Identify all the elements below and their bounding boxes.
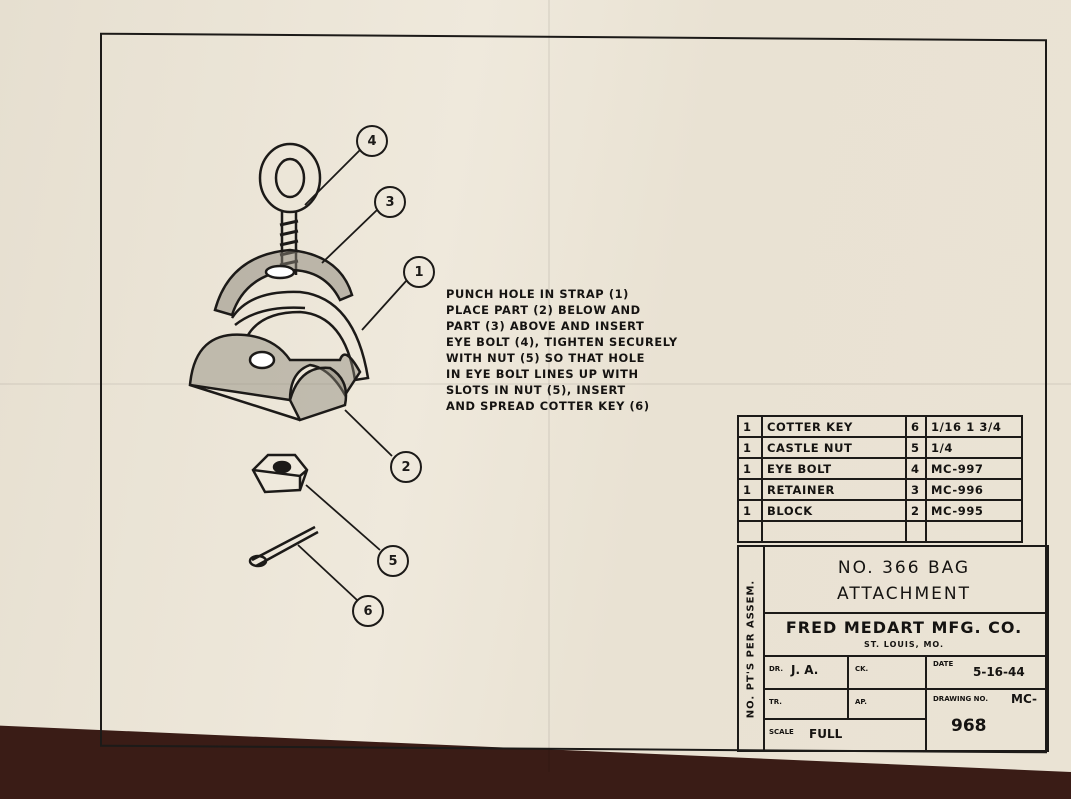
part-name-cell: CASTLE NUT [761,436,907,459]
part-no-cell: 1/16 1 3/4 [925,415,1023,438]
drawing-no-value: 968 [951,716,987,736]
part-name-cell: BLOCK [761,499,907,522]
company-city: ST. LOUIS, MO. [863,640,945,649]
instruction-line: PUNCH HOLE IN STRAP (1) [446,287,629,301]
traced-cell: TR. [763,690,849,720]
instruction-line: SLOTS IN NUT (5), INSERT [446,383,626,397]
table-row-empty [737,520,1023,543]
drawing-title: NO. 366 BAG ATTACHMENT [763,547,1047,614]
instruction-line: PART (3) ABOVE AND INSERT [446,319,645,333]
item-no-cell: 3 [905,478,927,501]
scale-cell: SCALE FULL [763,720,927,750]
instruction-line: PLACE PART (2) BELOW AND [446,303,641,317]
title-line-1: NO. 366 BAG [837,558,971,578]
fold-crease-horizontal [0,383,1071,385]
instruction-line: EYE BOLT (4), TIGHTEN SECURELY [446,335,678,349]
item-no-cell: 6 [905,415,927,438]
part-no-cell: MC-996 [925,478,1023,501]
date-cell: DATE 5-16-44 [927,657,1047,690]
castle-nut-part [251,453,309,494]
callout-1: 1 [403,256,435,288]
callout-4: 4 [356,125,388,157]
drawing-no-label: DRAWING NO. [933,695,988,703]
scale-value: FULL [809,727,843,741]
item-no-cell: 2 [905,499,927,522]
dr-value: J. A. [791,663,819,677]
qty-cell: 1 [737,499,763,522]
qty-cell: 1 [737,436,763,459]
block-part [188,333,362,422]
callout-6: 6 [352,595,384,627]
company-name: FRED MEDART MFG. CO. [785,618,1023,637]
item-no-cell: 5 [905,436,927,459]
approved-cell: AP. [849,690,927,720]
qty-cell: 1 [737,478,763,501]
instruction-line: WITH NUT (5) SO THAT HOLE [446,351,645,365]
instruction-line: IN EYE BOLT LINES UP WITH [446,367,639,381]
part-name-cell: RETAINER [761,478,907,501]
part-no-cell: MC-995 [925,499,1023,522]
eye-bolt-part [258,142,322,275]
part-no-cell: 1/4 [925,436,1023,459]
item-no-cell: 4 [905,457,927,480]
title-line-2: ATTACHMENT [837,584,971,604]
retainer-part [213,248,354,317]
tr-label: TR. [769,698,782,706]
strap-part [230,290,370,382]
scale-label: SCALE [769,728,794,736]
instruction-line: AND SPREAD COTTER KEY (6) [446,399,650,413]
cotter-key-part [248,525,319,568]
callout-3: 3 [374,186,406,218]
drawing-no-prefix: MC- [1011,692,1038,706]
company-block: FRED MEDART MFG. CO. ST. LOUIS, MO. [763,614,1047,657]
date-label: DATE [933,660,954,668]
part-no-cell: MC-997 [925,457,1023,480]
strip-label: NO. PT'S PER ASSEM. [745,579,757,718]
date-value: 5-16-44 [973,665,1025,679]
qty-cell: 1 [737,457,763,480]
leader-lines [297,149,408,601]
drawn-by-cell: DR. J. A. [763,657,849,690]
ap-label: AP. [855,698,867,706]
fold-crease-vertical [548,0,550,772]
qty-cell: 1 [737,415,763,438]
checked-cell: CK. [849,657,927,690]
assembly-instructions: PUNCH HOLE IN STRAP (1) PLACE PART (2) B… [446,286,726,414]
part-name-cell: EYE BOLT [761,457,907,480]
callout-2: 2 [390,451,422,483]
drawing-number-cell: DRAWING NO. MC- 968 [927,690,1047,750]
drawing-sheet [0,0,1071,772]
ck-label: CK. [855,665,869,673]
callout-5: 5 [377,545,409,577]
dr-label: DR. [769,665,783,673]
part-name-cell: COTTER KEY [761,415,907,438]
pts-per-assem-strip: NO. PT'S PER ASSEM. [739,547,765,750]
title-block: NO. PT'S PER ASSEM. NO. 366 BAG ATTACHME… [737,545,1049,752]
